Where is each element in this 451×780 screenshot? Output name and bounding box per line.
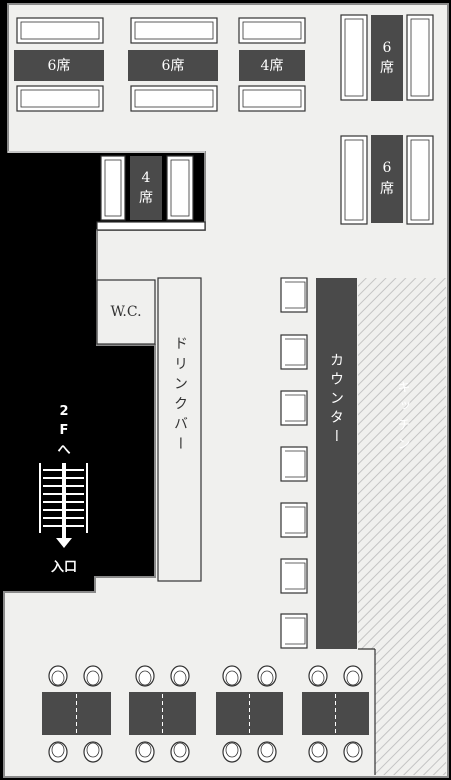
counter-stools <box>280 277 308 649</box>
table-6-right-top-label: 6 <box>383 40 392 56</box>
chair <box>135 741 155 763</box>
table-6-right-mid-label: 6 <box>383 160 392 176</box>
stool <box>280 558 308 594</box>
chair <box>343 665 363 687</box>
table-bottom-2 <box>129 692 196 735</box>
svg-text:F: F <box>60 423 69 438</box>
chair <box>48 665 68 687</box>
arrow-down-icon <box>56 538 72 548</box>
kitchen: キッチン <box>358 278 446 775</box>
chair <box>308 741 328 763</box>
drink-bar: ドリンクバー <box>157 277 202 582</box>
svg-text:席: 席 <box>380 181 394 197</box>
chair <box>257 741 277 763</box>
wc-room: W.C. <box>96 279 156 345</box>
wc-label: W.C. <box>110 304 141 320</box>
table-4-left-label: 4 <box>142 170 151 186</box>
table-4-top: 4席 <box>238 17 306 112</box>
bottom-tables <box>42 692 369 735</box>
counter-label: カウンター <box>328 353 344 448</box>
chair <box>170 665 190 687</box>
table-6-right-mid: 6 席 <box>340 135 434 225</box>
svg-text:席: 席 <box>380 60 394 76</box>
stool <box>280 502 308 538</box>
bottom-chairs <box>48 665 363 763</box>
table-6-top-a-label: 6席 <box>48 58 71 74</box>
table-6-right-top: 6 席 <box>340 14 434 101</box>
drink-bar-label: ドリンクバー <box>172 336 188 456</box>
chair <box>135 665 155 687</box>
svg-text:へ: へ <box>57 443 70 458</box>
stool <box>280 613 308 649</box>
stool <box>280 446 308 482</box>
chair <box>222 741 242 763</box>
chair <box>48 741 68 763</box>
chair <box>308 665 328 687</box>
table-6-top-b: 6席 <box>128 17 218 112</box>
kitchen-label: キッチン <box>395 380 410 456</box>
stool <box>280 334 308 370</box>
stool <box>280 390 308 426</box>
table-4-left: 4 席 <box>96 155 206 231</box>
table-6-top-b-label: 6席 <box>162 58 185 74</box>
table-bottom-4 <box>302 692 369 735</box>
table-bottom-3 <box>216 692 283 735</box>
chair <box>257 665 277 687</box>
chair <box>222 665 242 687</box>
chair <box>343 741 363 763</box>
chair <box>83 741 103 763</box>
stool <box>280 277 308 313</box>
chair <box>170 741 190 763</box>
stairs: 2 F へ 入口 <box>39 404 88 575</box>
table-bottom-1 <box>42 692 111 735</box>
svg-text:席: 席 <box>139 190 153 206</box>
table-6-top-a: 6席 <box>14 17 104 112</box>
counter: カウンター <box>316 278 357 649</box>
entrance-label: 入口 <box>51 560 77 575</box>
chair <box>83 665 103 687</box>
table-4-top-label: 4席 <box>261 58 284 74</box>
stairs-2f-label: 2 <box>59 404 68 419</box>
